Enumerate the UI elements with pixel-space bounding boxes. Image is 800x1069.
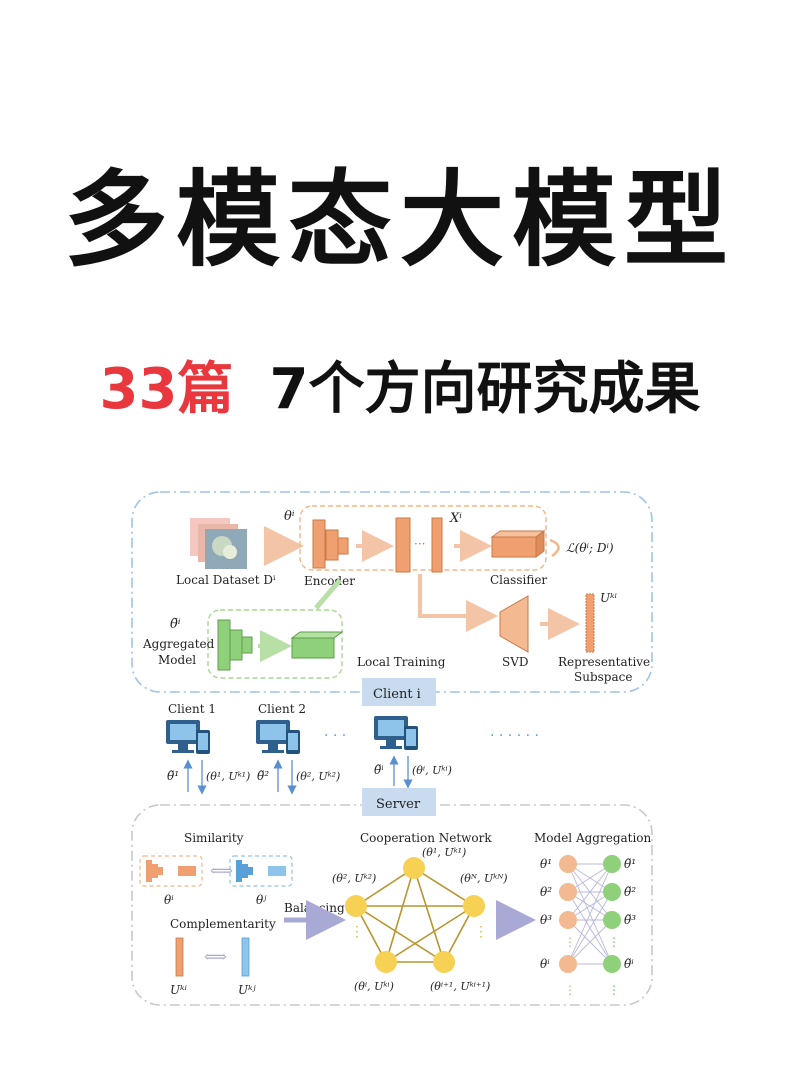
theta-tilde-i: θ̃ⁱ <box>374 763 384 777</box>
model-aggregation-label: Model Aggregation <box>534 831 652 845</box>
server-panel <box>131 804 653 1006</box>
similarity-theta-i: θⁱ <box>164 893 174 907</box>
complementarity-u-j: Uᵏʲ <box>238 983 256 997</box>
up-label-i: (θⁱ, Uᵏⁱ) <box>412 764 452 777</box>
complementarity-label: Complementarity <box>170 917 276 931</box>
similarity-label: Similarity <box>184 831 244 845</box>
server-label: Server <box>376 797 421 812</box>
output-dots: ⋮ <box>608 935 620 949</box>
complementarity-right-icon <box>241 937 250 977</box>
agg-in-0: θ¹ <box>540 857 552 871</box>
output-dots-bottom: ⋮ <box>608 983 620 997</box>
theta-tilde-1: θ̃¹ <box>167 769 179 783</box>
node-dots-left: ⋮ <box>350 924 364 940</box>
local-dataset-label: Local Dataset Dⁱ <box>176 573 276 587</box>
aggregated-encoder-icon <box>217 619 253 671</box>
node-1-label: (θ¹, Uᵏ¹) <box>422 846 466 859</box>
complementarity-left-icon <box>175 937 184 977</box>
feature-icon: ··· <box>395 517 443 573</box>
balancing-label: Balancing <box>284 901 345 915</box>
client-i-device <box>374 716 418 750</box>
similarity-left-icon <box>146 860 196 882</box>
client-1-label: Client 1 <box>168 702 216 716</box>
aggregated-label-1: Aggregated <box>142 637 215 651</box>
aggregation-output-nodes <box>603 855 621 973</box>
classifier-label: Classifier <box>490 573 547 587</box>
up-label-2: (θ², Uᵏ²) <box>296 770 340 783</box>
node-dots-right: ⋮ <box>474 924 488 940</box>
client-2-device <box>256 720 300 754</box>
paper-count: 33篇 <box>99 357 234 422</box>
client-i-box <box>362 678 436 706</box>
complementarity-swap-icon: ⟺ <box>204 947 227 966</box>
cooperation-network-label: Cooperation Network <box>360 831 492 845</box>
theta-i-label: θⁱ <box>284 509 295 524</box>
subtitle-text: 7个方向研究成果 <box>269 357 701 422</box>
loss-label: ℒ(θⁱ; Dⁱ) <box>566 541 614 555</box>
svd-arrow-in <box>418 574 498 632</box>
similarity-right-box <box>229 855 293 887</box>
encoder-box <box>299 505 547 571</box>
agg-in-1: θ² <box>540 885 552 899</box>
local-training-label: Local Training <box>357 655 446 669</box>
similarity-right-icon <box>236 860 286 882</box>
aggregated-theta: θ̃ⁱ <box>170 617 181 632</box>
node-2-label: (θ², Uᵏ²) <box>332 872 376 885</box>
svd-label: SVD <box>502 655 529 669</box>
up-label-1: (θ¹, Uᵏ¹) <box>206 770 250 783</box>
similarity-theta-j: θʲ <box>256 893 267 907</box>
agg-in-2: θ³ <box>540 913 552 927</box>
server-box <box>362 788 436 816</box>
agg-out-0: θ̃¹ <box>624 857 636 871</box>
aggregated-link <box>314 578 342 610</box>
aggregation-input-nodes <box>559 855 577 973</box>
input-dots: ⋮ <box>564 935 576 949</box>
svd-icon <box>499 595 529 653</box>
agg-out-2: θ̃³ <box>624 913 636 927</box>
aggregated-classifier-icon <box>290 631 344 659</box>
similarity-swap-icon: ⟺ <box>210 861 233 880</box>
client-2-label: Client 2 <box>258 702 306 716</box>
encoder-icon <box>312 519 349 569</box>
subspace-symbol: Uᵏⁱ <box>600 591 617 605</box>
representative-label-2: Subspace <box>574 670 632 684</box>
node-i-label: (θⁱ, Uᵏⁱ) <box>354 980 394 993</box>
aggregated-label-2: Model <box>158 653 196 667</box>
node-i1-label: (θⁱ⁺¹, Uᵏⁱ⁺¹) <box>430 980 490 993</box>
agg-out-3: θ̃ⁱ <box>624 957 634 971</box>
agg-in-3: θⁱ <box>540 957 550 971</box>
svg-text:···: ··· <box>414 537 425 551</box>
encoder-label: Encoder <box>304 574 355 588</box>
x-i-label: Xⁱ <box>449 511 462 526</box>
input-dots-bottom: ⋮ <box>564 983 576 997</box>
subspace-icon <box>585 593 595 653</box>
loss-arrow <box>549 538 560 558</box>
similarity-left-box <box>139 855 203 887</box>
theta-tilde-2: θ̃² <box>257 769 269 783</box>
complementarity-u-i: Uᵏⁱ <box>170 983 187 997</box>
client-i-label: Client i <box>373 687 421 702</box>
representative-label-1: Representative <box>558 655 650 669</box>
cooperation-network-nodes <box>345 857 485 973</box>
local-dataset-images <box>190 518 247 569</box>
client-1-device <box>166 720 210 754</box>
classifier-icon <box>490 530 546 558</box>
page-title: 多模态大模型 <box>63 159 736 281</box>
dots-2: · · · · · · <box>490 728 539 744</box>
node-n-label: (θᴺ, Uᵏᴺ) <box>460 872 508 885</box>
agg-out-1: θ̃² <box>624 885 636 899</box>
dots-1: · · · <box>324 728 346 744</box>
